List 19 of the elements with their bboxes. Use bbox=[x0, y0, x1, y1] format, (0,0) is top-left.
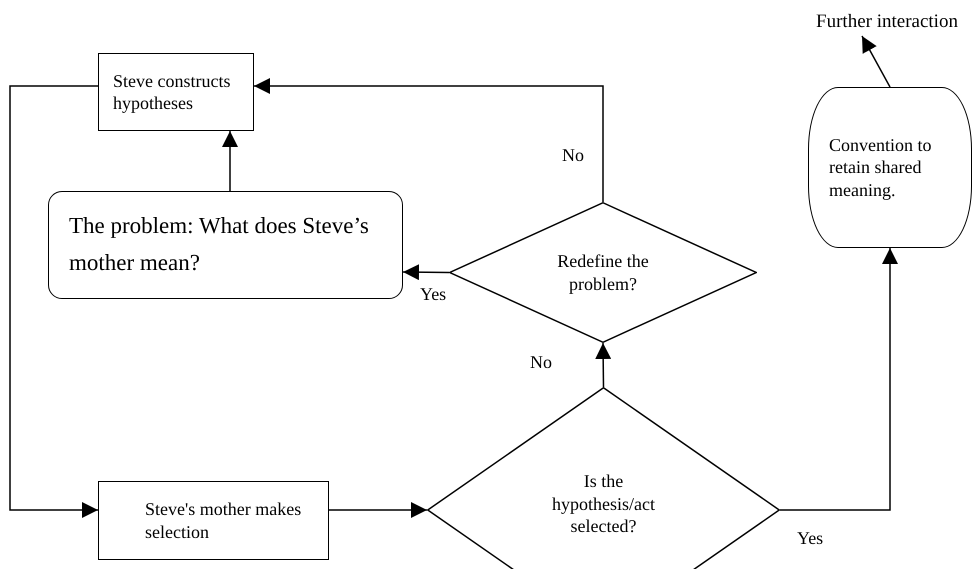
node-text: Steve's mother makes selection bbox=[145, 498, 302, 543]
node-text: Is the hypothesis/act selected? bbox=[551, 470, 656, 538]
arrow bbox=[403, 264, 449, 280]
node-text: Steve constructs hypotheses bbox=[113, 70, 232, 114]
node-text: Convention to retain shared meaning. bbox=[829, 134, 932, 202]
arrow bbox=[222, 131, 238, 191]
node-text: Redefine the problem? bbox=[556, 250, 650, 295]
process-box bbox=[98, 53, 254, 131]
arrow bbox=[861, 36, 891, 88]
node-text: The problem: What does Steve’s mother mean? bbox=[69, 212, 370, 277]
arrow bbox=[780, 248, 898, 511]
problem-box bbox=[48, 191, 403, 299]
arrow bbox=[595, 343, 612, 387]
arrow bbox=[254, 78, 604, 202]
arrow bbox=[9, 85, 98, 518]
terminal-shape bbox=[808, 87, 972, 248]
outcome-text: Further interaction bbox=[816, 10, 958, 34]
process-box bbox=[98, 481, 329, 560]
arrow bbox=[329, 502, 427, 518]
